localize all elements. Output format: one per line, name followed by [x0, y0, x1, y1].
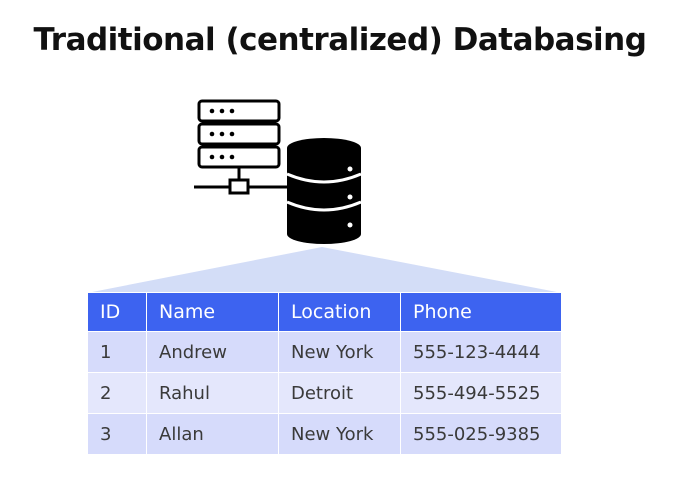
cell-phone: 555-494-5525	[400, 372, 562, 414]
network-connector-icon	[194, 167, 289, 195]
table-row: 3 Allan New York 555-025-9385	[87, 413, 562, 455]
column-header-id: ID	[87, 292, 147, 332]
table-header-row: ID Name Location Phone	[87, 292, 562, 332]
column-header-phone: Phone	[400, 292, 562, 332]
server-rack-icon	[197, 99, 281, 169]
page-title: Traditional (centralized) Databasing	[33, 22, 647, 58]
cell-location: Detroit	[278, 372, 401, 414]
table-row: 1 Andrew New York 555-123-4444	[87, 331, 562, 373]
connection-fan	[87, 247, 562, 293]
cell-name: Andrew	[146, 331, 279, 373]
column-header-location: Location	[278, 292, 401, 332]
cell-id: 2	[87, 372, 147, 414]
cell-name: Rahul	[146, 372, 279, 414]
database-icon	[286, 138, 362, 244]
table-row: 2 Rahul Detroit 555-494-5525	[87, 372, 562, 414]
cell-location: New York	[278, 413, 401, 455]
cell-id: 3	[87, 413, 147, 455]
cell-location: New York	[278, 331, 401, 373]
records-table: ID Name Location Phone 1 Andrew New York…	[87, 292, 562, 455]
cell-name: Allan	[146, 413, 279, 455]
cell-id: 1	[87, 331, 147, 373]
cell-phone: 555-025-9385	[400, 413, 562, 455]
column-header-name: Name	[146, 292, 279, 332]
cell-phone: 555-123-4444	[400, 331, 562, 373]
